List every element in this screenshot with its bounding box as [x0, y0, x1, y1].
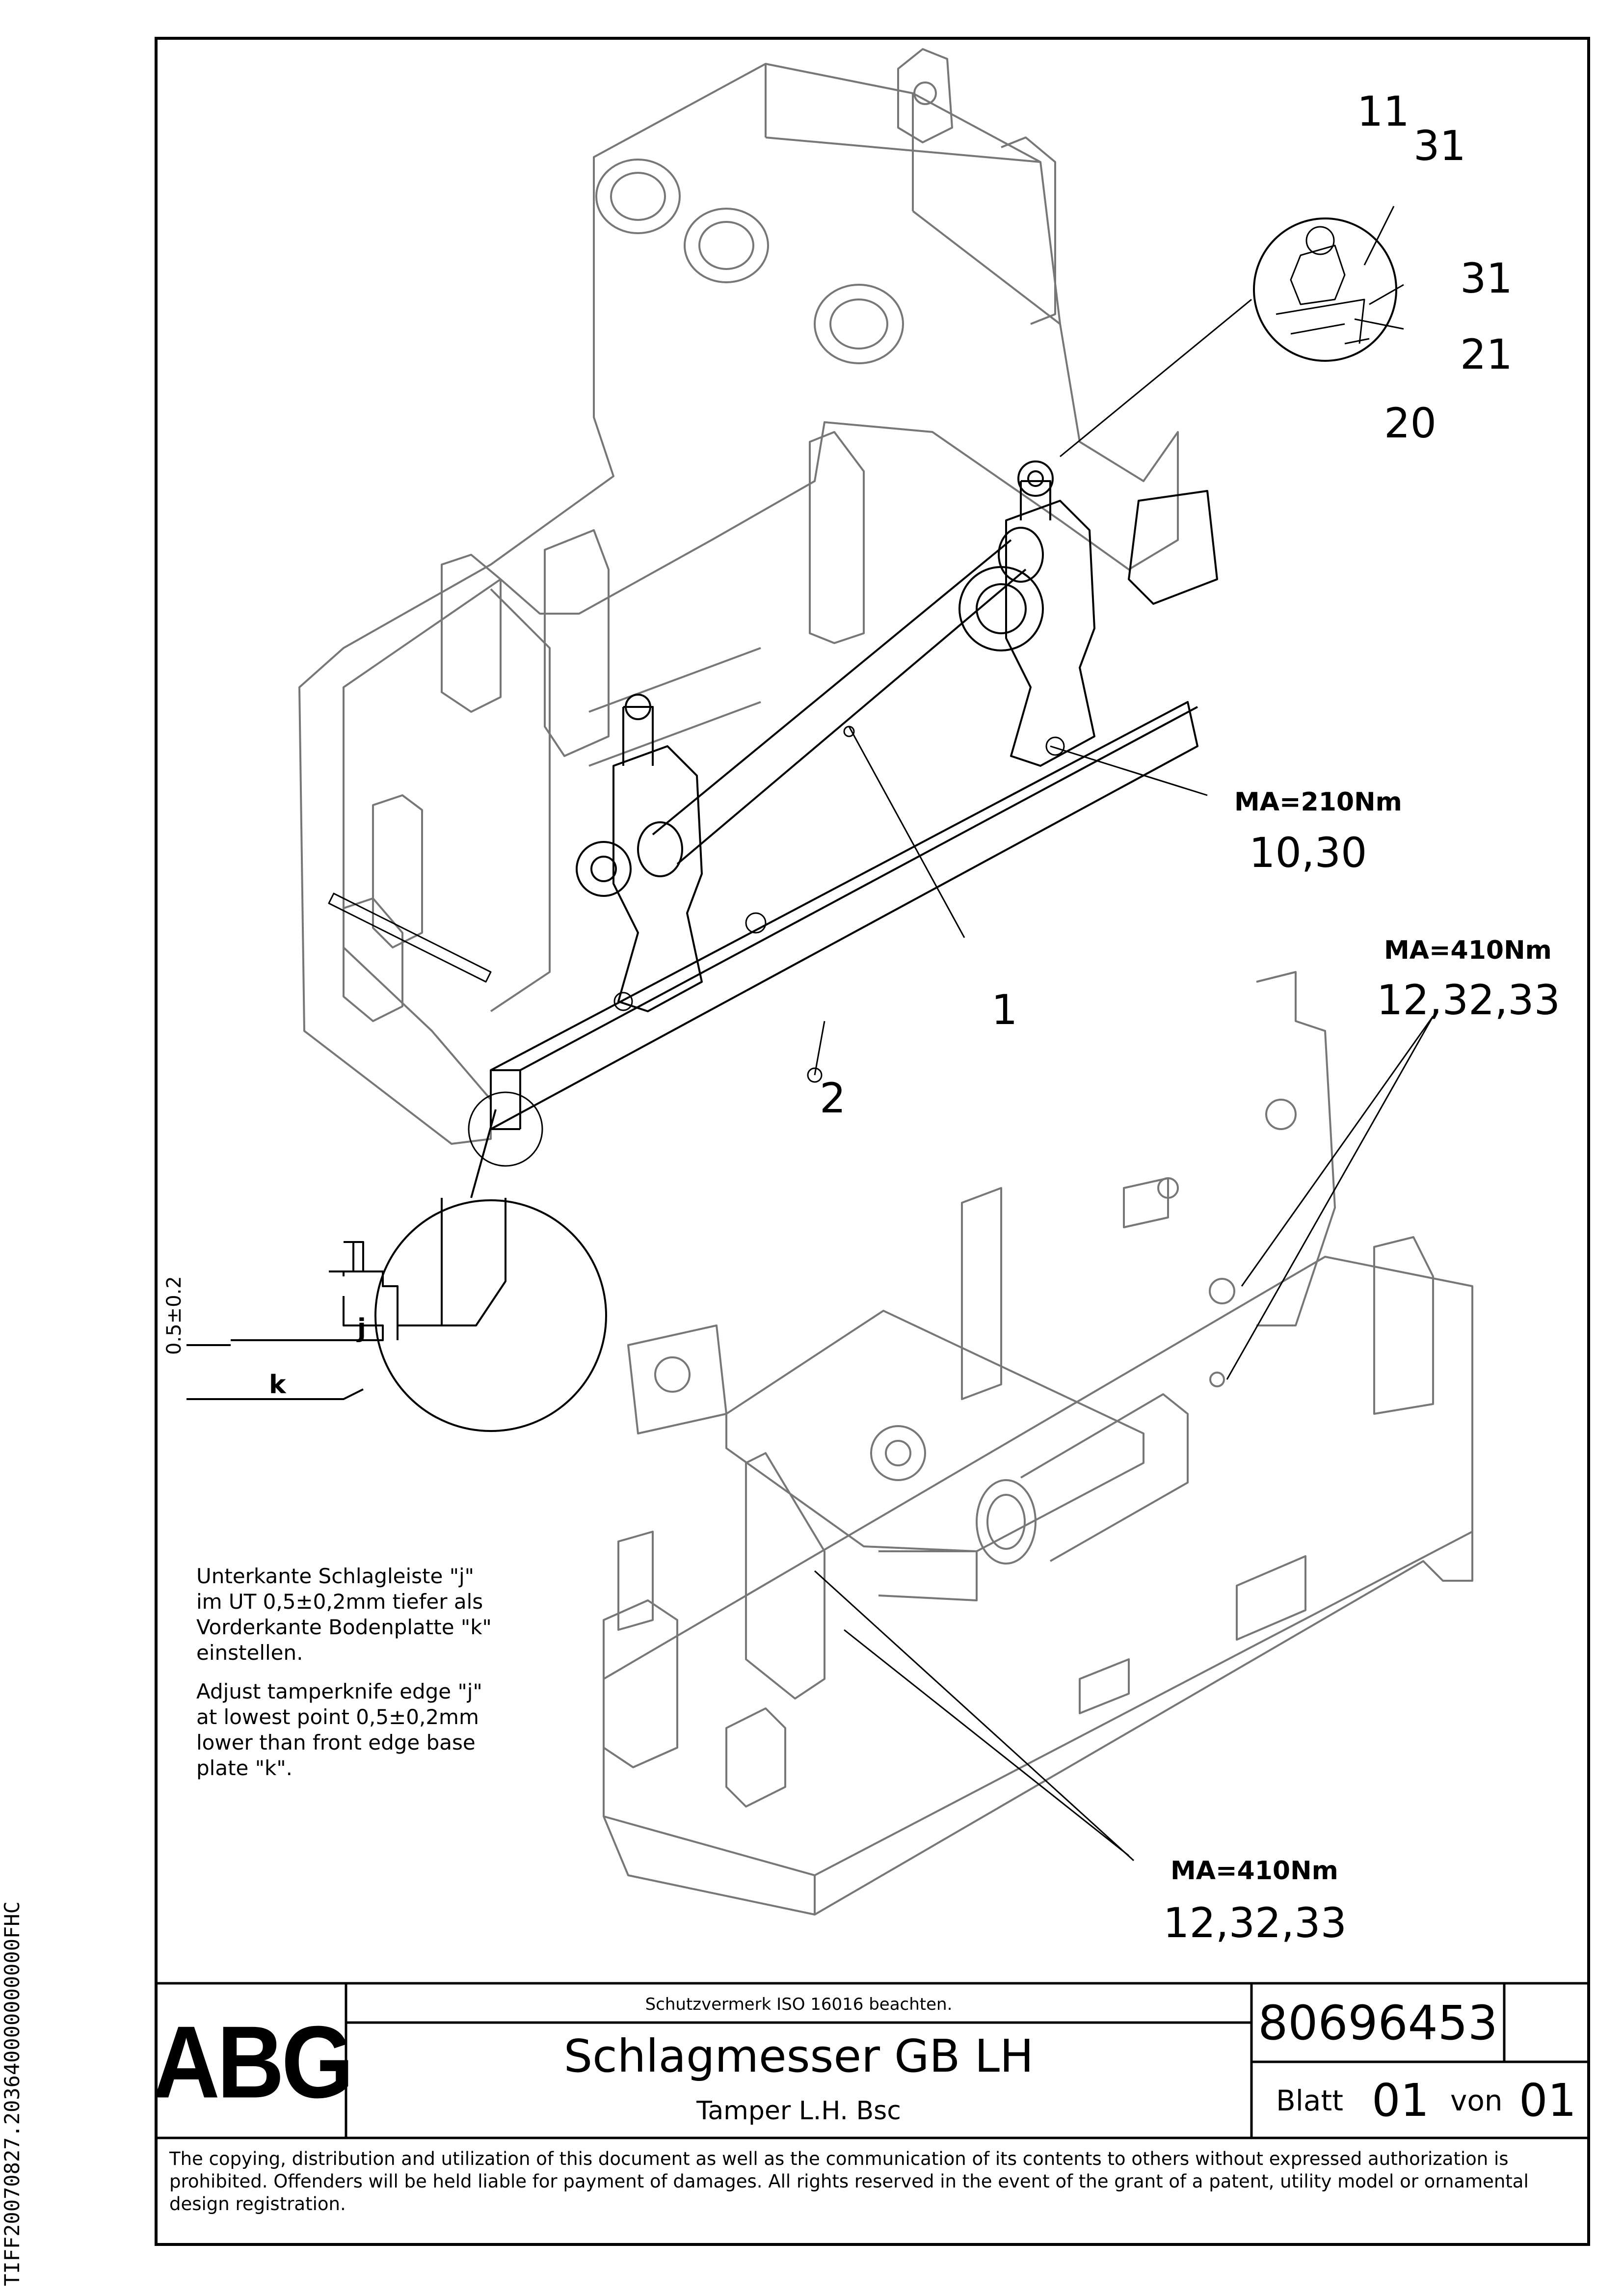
callout-11: 11 [1357, 87, 1410, 135]
callout-1: 1 [991, 986, 1018, 1034]
torque-410-lower: MA=410Nm [1171, 1856, 1338, 1886]
parts-10-30: 10,30 [1249, 829, 1367, 877]
copyright-notice: The copying, distribution and utilizatio… [169, 2148, 1529, 2215]
detail-label-k: k [269, 1370, 286, 1400]
callout-31-a: 31 [1413, 122, 1466, 170]
sheet-label: Blatt [1276, 2084, 1343, 2117]
detail-label-j: j [357, 1314, 366, 1343]
drawing-subtitle: Tamper L.H. Bsc [696, 2096, 901, 2126]
tamper-shaft [637, 527, 1044, 877]
eccentric-bearing-right [958, 460, 1218, 767]
callout-31-b: 31 [1460, 254, 1513, 302]
abg-logo: ABG [152, 2004, 354, 2120]
note-german: Unterkante Schlagleiste "j" im UT 0,5±0,… [196, 1564, 492, 1665]
eccentric-bearing-left [576, 694, 703, 1012]
detail-circle-bolt [1253, 217, 1397, 362]
protection-note: Schutzvermerk ISO 16016 beachten. [645, 1995, 953, 2014]
lower-housing [603, 971, 1473, 1916]
parts-12-32-33-lower: 12,32,33 [1163, 1899, 1347, 1947]
title-block-lines [155, 1982, 1590, 2139]
drawing-frame [155, 37, 1590, 2246]
note-english: Adjust tamperknife edge "j" at lowest po… [196, 1679, 482, 1780]
callout-20: 20 [1384, 399, 1437, 447]
detail-view [186, 1091, 607, 1432]
upper-housing [298, 48, 1179, 1145]
logo-cell: ABG [153, 1986, 354, 2138]
drawing-title: Schlagmesser GB LH [563, 2030, 1034, 2082]
leader-lines [814, 206, 1434, 1862]
upper-small-details [328, 726, 1065, 1083]
callout-2: 2 [820, 1074, 846, 1122]
sheet-number: 01 [1372, 2074, 1430, 2127]
tamper-beam [490, 701, 1198, 1130]
torque-410-upper: MA=410Nm [1384, 936, 1552, 965]
parts-12-32-33-upper: 12,32,33 [1377, 976, 1561, 1024]
callout-21: 21 [1460, 330, 1513, 378]
torque-210: MA=210Nm [1234, 787, 1402, 817]
drawing-number: 80696453 [1258, 1996, 1498, 2051]
dimension-label: 0.5±0.2 [163, 1276, 186, 1355]
sheet-total: 01 [1519, 2074, 1577, 2127]
of-label: von [1450, 2084, 1503, 2117]
